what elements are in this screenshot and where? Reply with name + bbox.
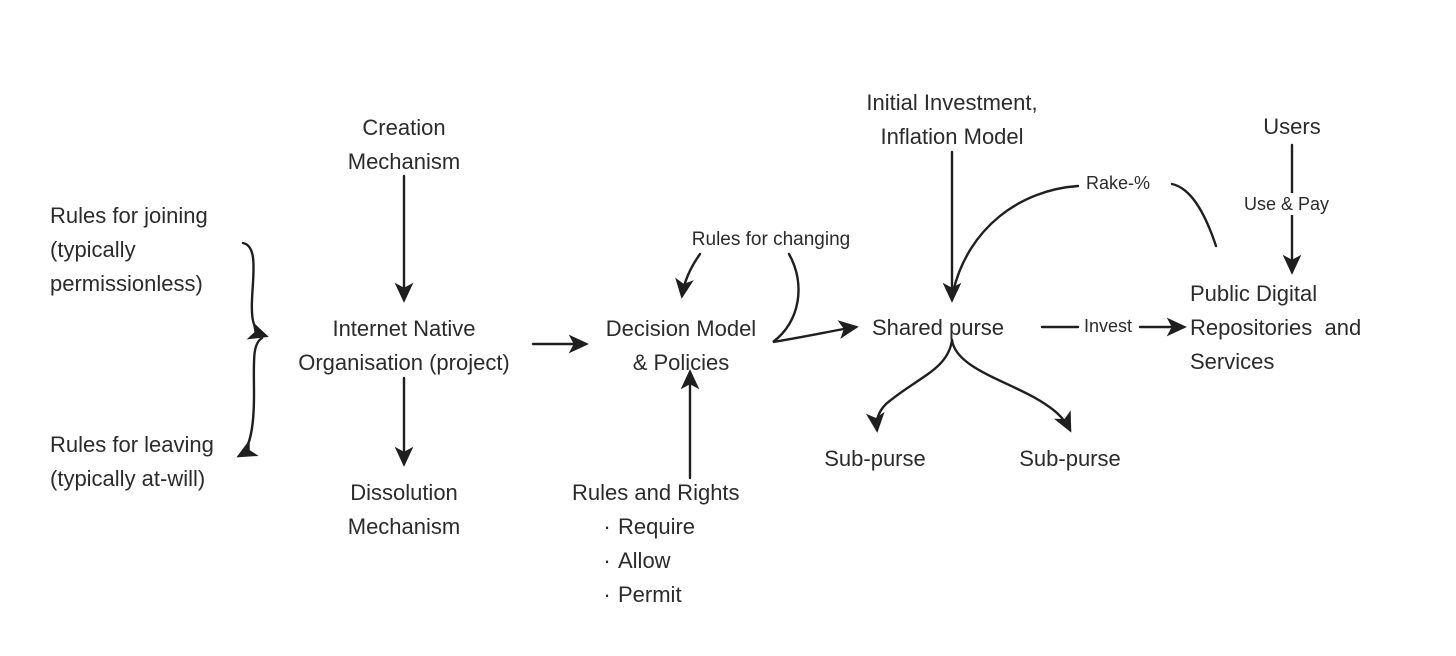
node-initial-investment-inflation-model: Initial Investment, Inflation Model <box>866 90 1038 149</box>
edge-label-rake-percent: Rake-% <box>1082 172 1155 194</box>
edge-rake-right <box>1170 182 1218 248</box>
node-creation-mechanism: Creation Mechanism <box>347 115 461 174</box>
edge-rake-left <box>951 184 1080 294</box>
list-item: · Allow <box>596 544 695 578</box>
node-public-digital-repositories-and-services: Public Digital Repositories and Services <box>1190 281 1362 374</box>
list-item-label: Allow <box>618 548 671 573</box>
node-rules-and-rights-title: Rules and Rights <box>572 480 740 505</box>
list-item: · Require <box>596 510 695 544</box>
node-rules-for-changing: Rules for changing <box>691 229 851 250</box>
node-decision-model-and-policies: Decision Model & Policies <box>605 316 757 375</box>
node-shared-purse: Shared purse <box>871 315 1005 340</box>
node-rules-for-joining: Rules for joining (typically permissionl… <box>50 203 208 296</box>
bullet-dot-icon: · <box>603 514 611 539</box>
node-internet-native-organisation: Internet Native Organisation (project) <box>298 316 510 375</box>
edge-changing-to-decision <box>675 252 702 299</box>
edge-label-use-and-pay: Use & Pay <box>1240 193 1334 215</box>
list-item-label: Permit <box>618 582 682 607</box>
list-item-label: Require <box>618 514 696 539</box>
edge-label-invest: Invest <box>1080 315 1137 337</box>
list-rules-and-rights: · Require · Allow · Permit <box>596 510 695 612</box>
bullet-dot-icon: · <box>603 548 611 573</box>
list-item: · Permit <box>596 578 695 612</box>
node-dissolution-mechanism: Dissolution Mechanism <box>347 480 461 539</box>
bullet-dot-icon: · <box>603 582 611 607</box>
node-sub-purse-right: Sub-purse <box>1019 446 1121 471</box>
node-users: Users <box>1263 114 1321 139</box>
edge-changing-to-shared-purse <box>772 252 859 344</box>
node-sub-purse-left: Sub-purse <box>824 446 926 471</box>
edge-shared-to-subpurse-left <box>865 338 954 433</box>
edge-shared-to-subpurse-right <box>950 338 1072 433</box>
node-rules-for-leaving: Rules for leaving (typically at-will) <box>50 432 214 491</box>
